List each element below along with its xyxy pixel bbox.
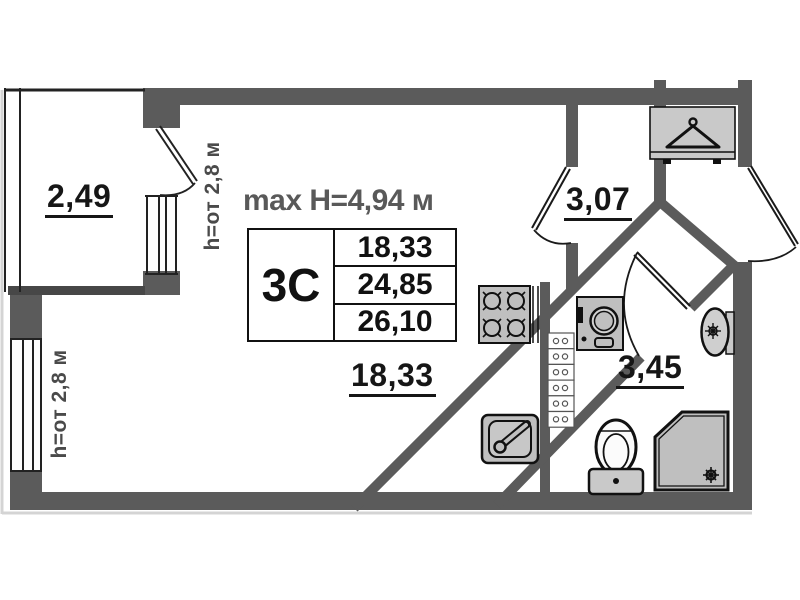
wall-hall-door-stub-top (566, 88, 578, 167)
unit-area-row: 26,10 (357, 305, 433, 339)
wall-diagonal-bath-upper (687, 260, 739, 312)
ventilation-shaft-icon (547, 332, 575, 428)
bathroom-door (623, 251, 691, 357)
diagonal-walls (350, 197, 740, 512)
balcony-door (155, 125, 198, 197)
wall-balcony-bottom (8, 286, 145, 295)
hanger-icon (665, 117, 721, 149)
wall-hall-door-stub-bottom (566, 243, 578, 291)
wardrobe (649, 106, 736, 164)
unit-info-table: 3С 18,33 24,85 26,10 (247, 228, 457, 342)
wall-kitchen-shaft (540, 282, 550, 492)
balcony-window (145, 195, 178, 275)
wall-bottom (10, 492, 752, 510)
unit-area-row: 24,85 (335, 267, 455, 305)
wall-diagonal-main (350, 198, 664, 512)
wall-diagonal-bath-lower (493, 353, 645, 509)
toilet-icon (587, 418, 645, 496)
walls (8, 80, 752, 510)
wall-right-top (738, 80, 752, 167)
kitchen-sink-icon (480, 413, 540, 465)
max-height-note: max H=4,94 м (243, 184, 434, 217)
unit-type-label: 3С (249, 230, 335, 340)
living-room-window (10, 338, 42, 472)
wall-right-bottom (733, 262, 752, 510)
wall-left-upper (10, 293, 42, 339)
wall-basin-icon (700, 307, 735, 357)
drain-icon (703, 467, 719, 483)
wall-left-lower (10, 471, 42, 510)
hallway-area-label: 3,07 (564, 183, 633, 221)
shower-icon (653, 410, 730, 492)
exterior-contour (0, 90, 752, 515)
wall-balcony-door-block (143, 88, 180, 128)
balcony-height-note: h=от 2,8 м (201, 141, 224, 251)
stove-icon (478, 285, 539, 344)
bathroom-area-label: 3,45 (616, 351, 685, 389)
washing-machine-icon (576, 296, 624, 351)
entry-door (747, 165, 799, 263)
living-room-area-label: 18,33 (349, 359, 436, 397)
wall-top (145, 88, 752, 105)
balcony-envelope (4, 88, 145, 292)
balcony-area-label: 2,49 (45, 180, 114, 218)
living-room-height-note: h=от 2,8 м (48, 349, 71, 459)
hallway-door (531, 166, 572, 245)
unit-area-row: 18,33 (335, 230, 455, 268)
wall-diagonal-entry-branch (655, 197, 740, 271)
